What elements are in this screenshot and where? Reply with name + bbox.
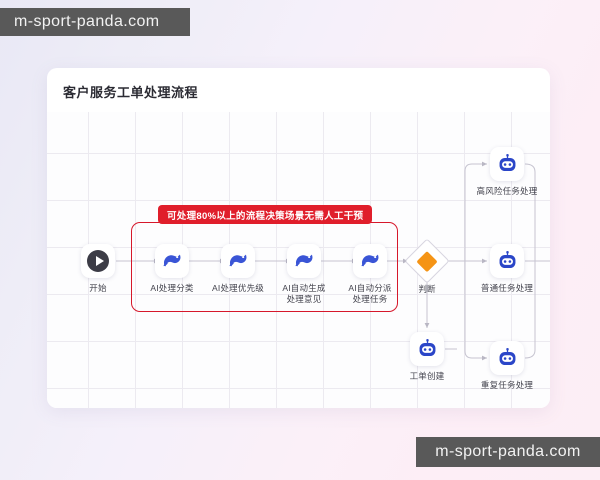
deepseek-whale-icon <box>163 254 181 267</box>
node-ticket[interactable]: 工单创建 <box>392 332 462 382</box>
node-decision[interactable]: 判断 <box>392 238 462 295</box>
node-ticket-box[interactable] <box>410 332 444 366</box>
node-start-box[interactable] <box>81 244 115 278</box>
node-dispatch[interactable]: AI自动分派 处理任务 <box>335 244 405 305</box>
flow-connectors <box>116 161 550 361</box>
node-normal-label: 普通任务处理 <box>480 283 534 293</box>
deepseek-whale-icon <box>361 254 379 267</box>
node-dispatch-box[interactable] <box>353 244 387 278</box>
watermark-top: m-sport-panda.com <box>0 8 190 36</box>
node-repeat-label: 重复任务处理 <box>480 380 534 390</box>
diamond-icon[interactable] <box>404 238 450 284</box>
flow-canvas[interactable]: 可处理80%以上的流程决策场景无需人工干预 开始 <box>47 112 550 408</box>
node-priority-box[interactable] <box>221 244 255 278</box>
robot-icon <box>419 338 435 356</box>
node-priority[interactable]: AI处理优先级 <box>203 244 273 294</box>
flow-card: 客户服务工单处理流程 <box>47 68 550 408</box>
flow-nodes: 可处理80%以上的流程决策场景无需人工干预 开始 <box>47 112 550 408</box>
node-repeat-box[interactable] <box>490 341 524 375</box>
robot-icon <box>499 347 515 365</box>
deepseek-whale-icon <box>295 254 313 267</box>
node-opinion[interactable]: AI自动生成 处理意见 <box>269 244 339 305</box>
robot-icon <box>499 250 515 268</box>
node-classify[interactable]: AI处理分类 <box>137 244 207 294</box>
diamond-inner-shape <box>416 250 438 272</box>
node-start-label: 开始 <box>89 283 107 293</box>
node-classify-label: AI处理分类 <box>150 283 194 293</box>
page-title: 客户服务工单处理流程 <box>63 85 199 100</box>
node-priority-label: AI处理优先级 <box>212 283 264 293</box>
node-high-risk-box[interactable] <box>490 147 524 181</box>
node-repeat[interactable]: 重复任务处理 <box>472 341 542 391</box>
play-icon <box>87 250 109 272</box>
node-opinion-box[interactable] <box>287 244 321 278</box>
node-opinion-label: AI自动生成 处理意见 <box>282 283 326 304</box>
highlight-banner: 可处理80%以上的流程决策场景无需人工干预 <box>158 205 373 224</box>
node-start[interactable]: 开始 <box>63 244 133 294</box>
node-normal-box[interactable] <box>490 244 524 278</box>
node-dispatch-label: AI自动分派 处理任务 <box>348 283 392 304</box>
node-decision-label: 判断 <box>418 284 436 294</box>
deepseek-whale-icon <box>229 254 247 267</box>
robot-icon <box>499 153 515 171</box>
node-high-risk-label: 高风险任务处理 <box>476 186 538 196</box>
node-normal[interactable]: 普通任务处理 <box>472 244 542 294</box>
node-high-risk[interactable]: 高风险任务处理 <box>472 147 542 197</box>
watermark-bottom: m-sport-panda.com <box>416 437 600 467</box>
node-ticket-label: 工单创建 <box>409 371 445 381</box>
node-classify-box[interactable] <box>155 244 189 278</box>
